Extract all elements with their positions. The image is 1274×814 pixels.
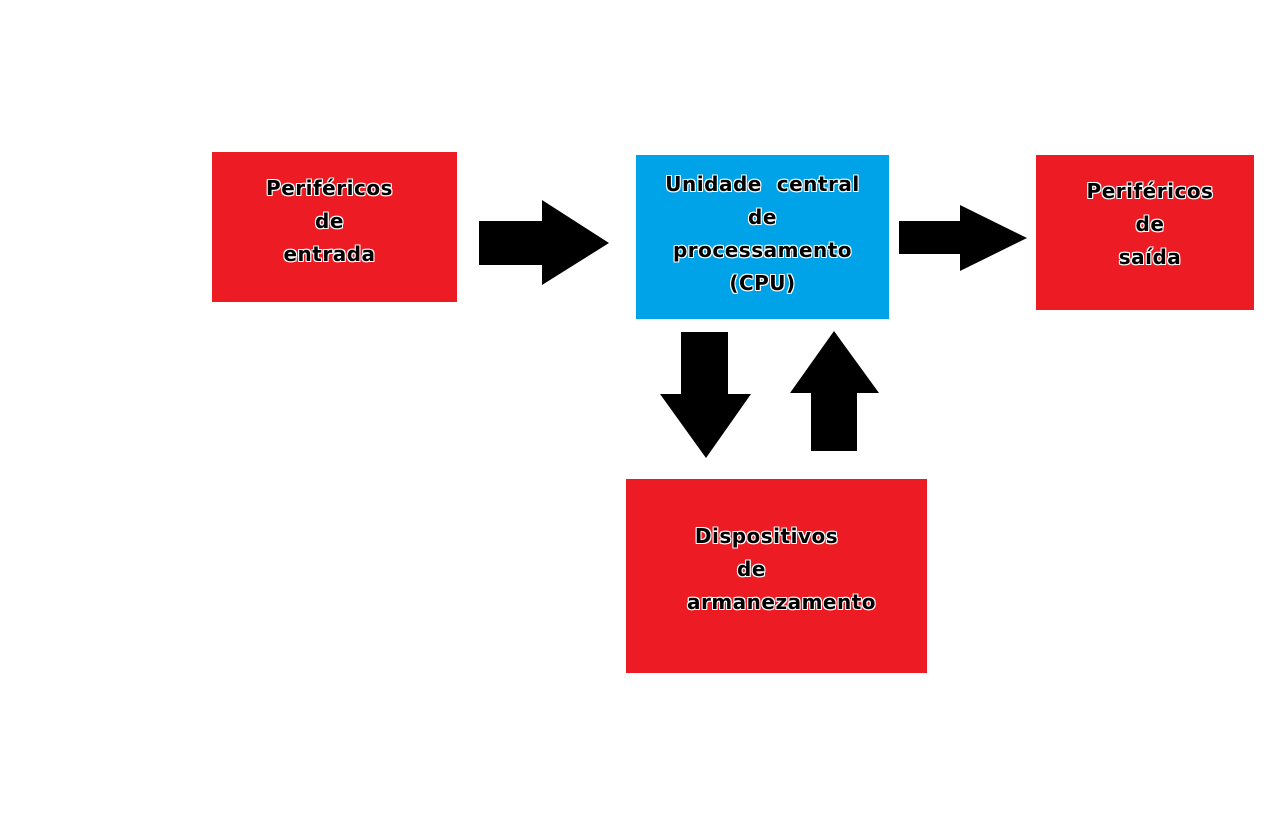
cpu-label-line-2: de xyxy=(748,205,777,229)
storage-devices-box: Dispositivos de armanezamento xyxy=(626,479,927,673)
cpu-label-line-1: Unidade central xyxy=(665,172,860,196)
output-peripherals-label: Periféricos de saída xyxy=(1046,175,1254,274)
arrow-cpu-to-output xyxy=(899,205,1027,271)
cpu-box: Unidade central de processamento (CPU) xyxy=(636,155,889,319)
output-peripherals-label-line-1: Periféricos xyxy=(1086,179,1214,203)
input-peripherals-label-line-1: Periféricos xyxy=(266,176,393,200)
arrow-storage-to-cpu xyxy=(790,331,879,451)
input-peripherals-box: Periféricos de entrada xyxy=(212,152,457,302)
output-peripherals-box: Periféricos de saída xyxy=(1036,155,1254,310)
storage-devices-label-line-3: armanezamento xyxy=(686,590,877,614)
output-peripherals-label-line-3: saída xyxy=(1118,245,1182,269)
storage-devices-label-line-1: Dispositivos xyxy=(694,524,839,548)
arrow-input-to-cpu xyxy=(479,200,609,285)
cpu-label-line-3: processamento xyxy=(672,238,853,262)
cpu-label: Unidade central de processamento (CPU) xyxy=(636,168,889,300)
storage-devices-label-line-2: de xyxy=(737,557,766,581)
output-peripherals-label-line-2: de xyxy=(1135,212,1165,236)
input-peripherals-label: Periféricos de entrada xyxy=(202,172,457,271)
input-peripherals-label-line-3: entrada xyxy=(283,242,376,266)
storage-devices-label: Dispositivos de armanezamento xyxy=(606,520,927,619)
input-peripherals-label-line-2: de xyxy=(315,209,344,233)
cpu-label-line-4: (CPU) xyxy=(729,271,796,295)
arrow-cpu-to-storage xyxy=(660,332,751,458)
